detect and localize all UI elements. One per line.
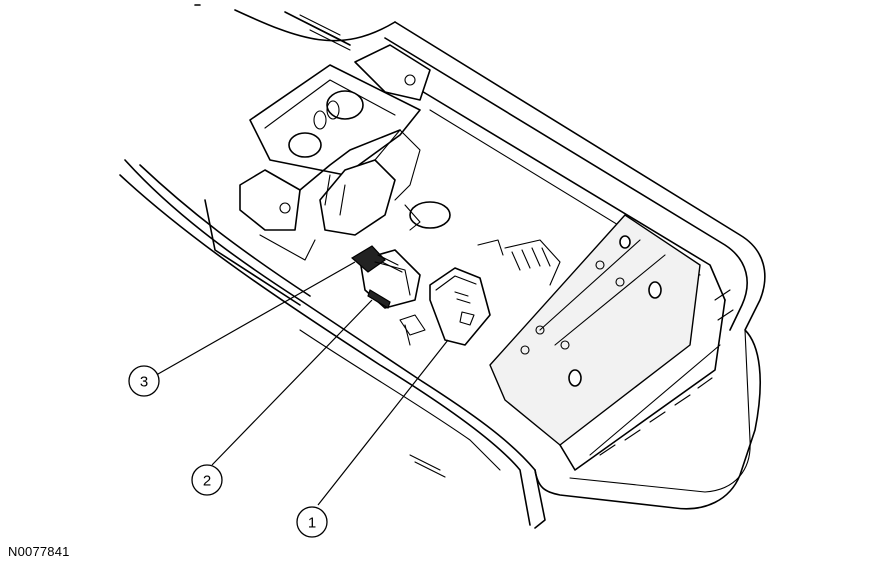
callout-1: 1 bbox=[296, 506, 328, 538]
figure-id: N0077841 bbox=[8, 544, 70, 559]
connector-housing bbox=[350, 245, 421, 309]
bin-plate bbox=[489, 214, 734, 471]
leader-line-3 bbox=[150, 261, 356, 379]
console-body bbox=[119, 4, 766, 529]
leader-lines bbox=[150, 261, 449, 506]
leader-line-1 bbox=[317, 339, 449, 506]
leader-line-2 bbox=[211, 299, 373, 466]
callout-2-label: 2 bbox=[203, 473, 211, 490]
callout-2: 2 bbox=[191, 464, 223, 496]
callout-3: 3 bbox=[128, 365, 160, 397]
hinge-assembly bbox=[239, 44, 451, 261]
callout-1-label: 1 bbox=[308, 515, 316, 532]
callout-3-label: 3 bbox=[140, 374, 148, 391]
console-tabs bbox=[399, 239, 561, 346]
switch-panel bbox=[429, 267, 491, 346]
